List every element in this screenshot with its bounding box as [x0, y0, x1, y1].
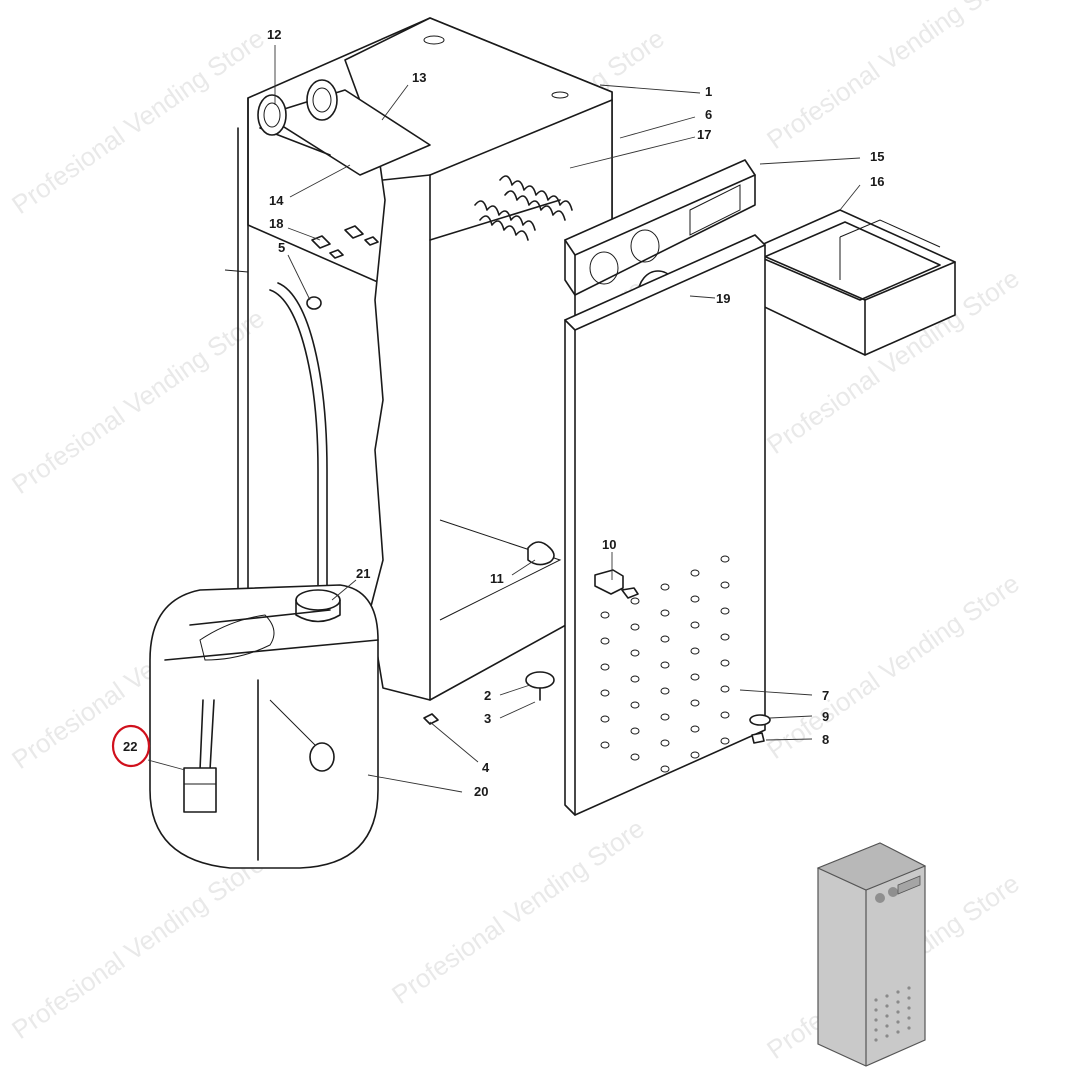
control-panel [564, 159, 756, 296]
vent-hole [630, 753, 640, 761]
vent-hole [660, 609, 670, 617]
vent-hole [720, 685, 730, 693]
vent-hole [720, 711, 730, 719]
vent-hole [630, 597, 640, 605]
vent-hole [690, 699, 700, 707]
thumbnail-vent-hole [896, 1020, 900, 1024]
hose [269, 282, 328, 601]
door-vent-holes [600, 555, 730, 773]
vent-hole [690, 673, 700, 681]
vent-hole [690, 621, 700, 629]
thumbnail-vent-hole [907, 1026, 911, 1030]
callout-11: 11 [490, 571, 504, 586]
callout-18: 18 [269, 216, 283, 231]
vent-hole [660, 583, 670, 591]
callout-21: 21 [356, 566, 370, 581]
thumbnail-vent-hole [874, 1018, 878, 1022]
thumbnail-vent-hole [885, 1004, 889, 1008]
vent-hole [660, 765, 670, 773]
vent-hole [630, 727, 640, 735]
springs [474, 175, 573, 241]
callout-labels: 12 13 1 6 17 15 16 14 18 5 19 10 11 21 2… [123, 27, 884, 799]
vent-hole [600, 689, 610, 697]
callout-19: 19 [716, 291, 730, 306]
callout-12: 12 [267, 27, 281, 42]
thumbnail-vent-hole [896, 990, 900, 994]
callout-14: 14 [269, 193, 284, 208]
vent-hole [660, 635, 670, 643]
callout-1: 1 [705, 84, 712, 99]
thumbnail-vent-hole [885, 994, 889, 998]
vent-hole [720, 607, 730, 615]
callout-2: 2 [484, 688, 491, 703]
thumbnail-vent-hole [885, 1014, 889, 1018]
callout-5: 5 [278, 240, 285, 255]
watermark-text: Profesional Vending Store [6, 23, 269, 220]
thumbnail-vent-hole [874, 998, 878, 1002]
thumbnail-vent-hole [907, 1016, 911, 1020]
vent-hole [690, 595, 700, 603]
watermark-text: Profesional Vending Store [6, 303, 269, 500]
watermark-text: Profesional Vending Store [386, 813, 649, 1010]
vent-hole [720, 581, 730, 589]
leader-lines [147, 45, 861, 793]
vent-hole [660, 661, 670, 669]
vent-hole [600, 663, 610, 671]
callout-3: 3 [484, 711, 491, 726]
vent-hole [630, 701, 640, 709]
thumbnail-vent-hole [885, 1034, 889, 1038]
assembled-machine-thumbnail [816, 842, 927, 1067]
thumbnail-vent-hole [885, 1024, 889, 1028]
thumbnail-vent-hole [907, 986, 911, 990]
vent-hole [720, 555, 730, 563]
cabinet-body [344, 17, 613, 701]
vent-hole [630, 675, 640, 683]
callout-22: 22 [123, 739, 137, 754]
callout-10: 10 [602, 537, 616, 552]
thumbnail-vent-hole [896, 1000, 900, 1004]
vent-hole [630, 649, 640, 657]
callout-9: 9 [822, 709, 829, 724]
vent-hole [690, 569, 700, 577]
vent-hole [690, 751, 700, 759]
callout-15: 15 [870, 149, 884, 164]
callout-6: 6 [705, 107, 712, 122]
watermark-text: Profesional Vending Store [6, 848, 269, 1045]
thumbnail-vent-hole [896, 1010, 900, 1014]
callout-13: 13 [412, 70, 426, 85]
vent-hole [720, 633, 730, 641]
water-canister [149, 584, 379, 869]
vent-hole [690, 647, 700, 655]
watermark-text: Profesional Vending Store [761, 0, 1024, 155]
watermark-text: Profesional Vending Store [761, 568, 1024, 765]
front-door [564, 234, 766, 816]
highlight-circle [111, 724, 151, 768]
callout-4: 4 [482, 760, 490, 775]
thumbnail-vent-hole [874, 1038, 878, 1042]
vent-hole [600, 637, 610, 645]
callout-16: 16 [870, 174, 884, 189]
vent-hole [600, 611, 610, 619]
callout-20: 20 [474, 784, 488, 799]
vent-hole [660, 739, 670, 747]
small-parts [423, 541, 771, 744]
thumbnail-vent-hole [874, 1028, 878, 1032]
top-tubes [257, 79, 431, 176]
callout-17: 17 [697, 127, 711, 142]
vent-hole [720, 659, 730, 667]
thumbnail-vent-hole [907, 1006, 911, 1010]
vent-hole [600, 741, 610, 749]
vent-hole [720, 737, 730, 745]
vent-hole [690, 725, 700, 733]
callout-7: 7 [822, 688, 829, 703]
callout-8: 8 [822, 732, 829, 747]
thumbnail-vent-hole [907, 996, 911, 1000]
vent-hole [630, 623, 640, 631]
vent-hole [660, 687, 670, 695]
vent-hole [600, 715, 610, 723]
thumbnail-vent-hole [874, 1008, 878, 1012]
vent-hole [660, 713, 670, 721]
thumbnail-vent-hole [896, 1030, 900, 1034]
